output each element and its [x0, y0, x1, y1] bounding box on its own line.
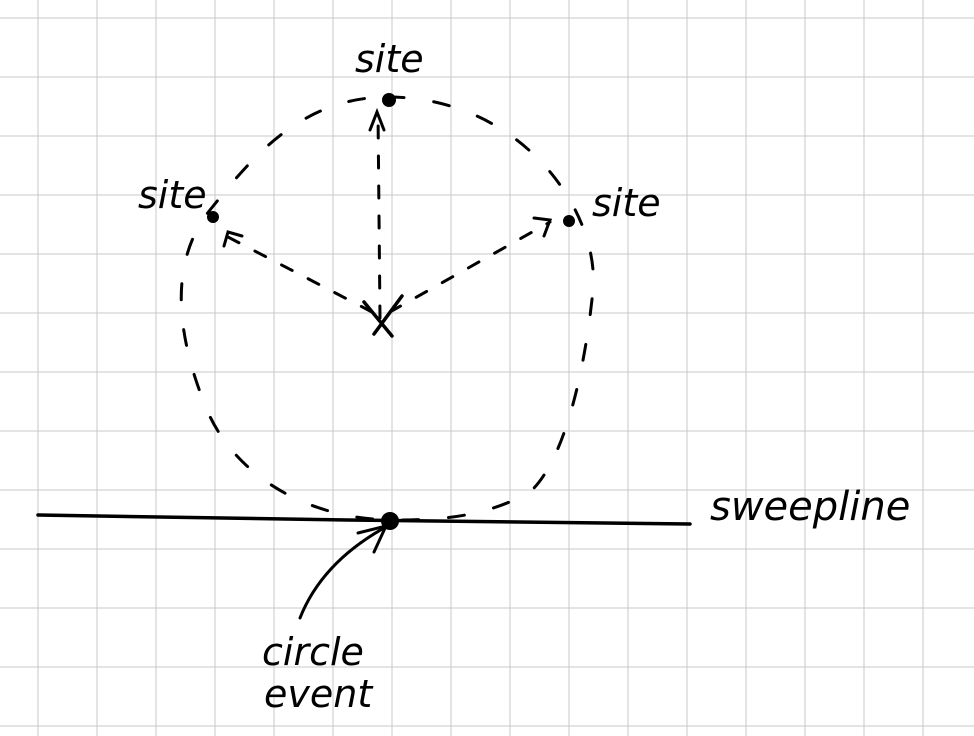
site-label-top: site	[355, 37, 424, 81]
site-label-right: site	[592, 181, 661, 225]
circle-event-arrowhead	[356, 524, 388, 554]
sweepline-label: sweepline	[710, 484, 910, 530]
site-point-right	[563, 215, 575, 227]
circle-event-label-line2: event	[264, 672, 374, 716]
radius-to-left-site	[224, 234, 374, 314]
arrowhead-top	[368, 107, 386, 132]
site-label-left: site	[138, 173, 207, 217]
site-point-left	[207, 211, 219, 223]
radius-to-top-site	[376, 110, 382, 320]
arrowhead-right	[532, 216, 553, 238]
arrowhead-left	[222, 230, 244, 248]
circle-event-label-line1: circle	[262, 630, 364, 674]
circle-event-arrow	[298, 526, 386, 620]
dashed-circle	[179, 95, 595, 522]
radius-to-right-site	[388, 220, 552, 314]
site-point-top	[382, 93, 396, 107]
sweepline-line	[36, 513, 692, 526]
center-marker	[362, 294, 404, 338]
